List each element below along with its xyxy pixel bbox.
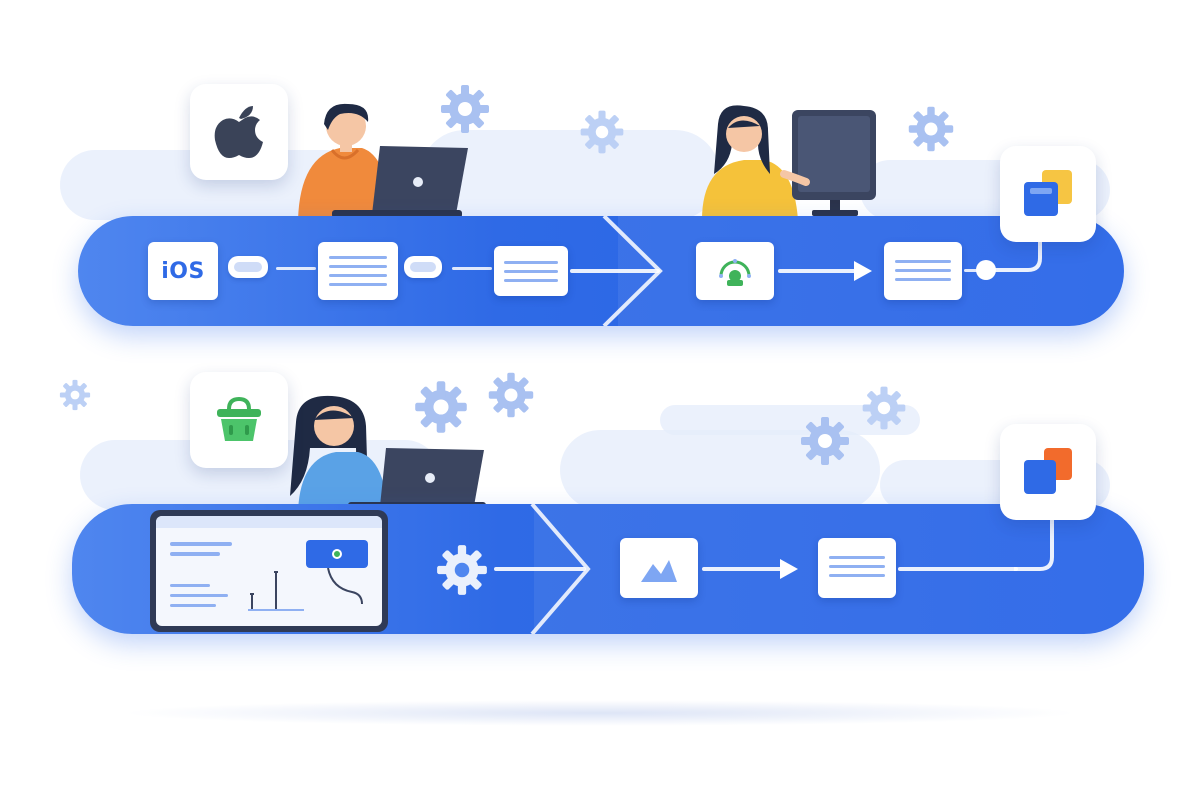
- gear-icon: [801, 417, 849, 465]
- background-cloud: [420, 130, 720, 220]
- image-icon: [641, 560, 677, 582]
- settings-gear-icon: [437, 545, 487, 595]
- ios-input-card: iOS: [148, 242, 218, 300]
- merge-arrow-icon: [602, 216, 663, 326]
- document-card: [818, 538, 896, 598]
- tablet-screen: [156, 516, 382, 626]
- gear-icon: [415, 381, 467, 433]
- gear-icon: [441, 85, 489, 133]
- cable-icon: [327, 568, 363, 605]
- developer-monitor-illustration: [702, 105, 876, 220]
- gear-icon: [59, 379, 91, 411]
- dashboard-card: [696, 242, 774, 300]
- chart-glyph-icon: [248, 571, 304, 611]
- flow-connector: [494, 567, 586, 571]
- gear-icon: [908, 106, 954, 152]
- flow-connector: [898, 567, 1018, 571]
- floor-shadow: [120, 700, 1080, 726]
- tablet-dashboard: [150, 510, 388, 632]
- flow-connector: [276, 267, 316, 270]
- image-card: [620, 538, 698, 598]
- flow-connector: [964, 269, 978, 272]
- output-badge-bottom: [1000, 424, 1096, 520]
- flow-connector: [702, 567, 784, 571]
- document-card: [318, 242, 398, 300]
- merge-arrow-icon: [530, 504, 591, 634]
- text-line: [170, 594, 228, 597]
- output-badge-top: [1000, 146, 1096, 242]
- arrow-head-icon: [854, 261, 872, 281]
- flow-connector: [570, 269, 660, 273]
- developer-laptop-illustration: [298, 103, 468, 220]
- stacked-windows-icon: [1024, 170, 1072, 216]
- screen-header: [156, 516, 382, 528]
- output-connector: [994, 230, 1042, 272]
- text-line: [170, 604, 216, 607]
- gear-icon: [488, 372, 534, 418]
- gauge-icon: [719, 259, 751, 286]
- developer-laptop-illustration: [290, 395, 486, 512]
- text-line: [170, 542, 232, 546]
- gear-icon: [580, 110, 624, 154]
- platform-badge-apple: [190, 84, 288, 180]
- arrow-head-icon: [780, 559, 798, 579]
- output-node: [976, 260, 996, 280]
- pill-connector: [404, 256, 442, 278]
- platform-badge-store: [190, 372, 288, 468]
- text-line: [170, 584, 210, 587]
- stacked-windows-icon: [1024, 448, 1072, 494]
- status-dot: [332, 549, 342, 559]
- output-connector: [1014, 512, 1054, 571]
- screen-action-panel: [306, 540, 368, 568]
- text-line: [170, 552, 220, 556]
- ios-label: iOS: [161, 258, 205, 284]
- gear-icon: [862, 386, 906, 430]
- flow-connector: [778, 269, 858, 273]
- apple-logo-icon: [214, 106, 263, 158]
- flow-connector: [452, 267, 492, 270]
- shopping-basket-icon: [217, 396, 261, 441]
- pill-connector: [228, 256, 268, 278]
- document-card: [884, 242, 962, 300]
- document-card: [494, 246, 568, 296]
